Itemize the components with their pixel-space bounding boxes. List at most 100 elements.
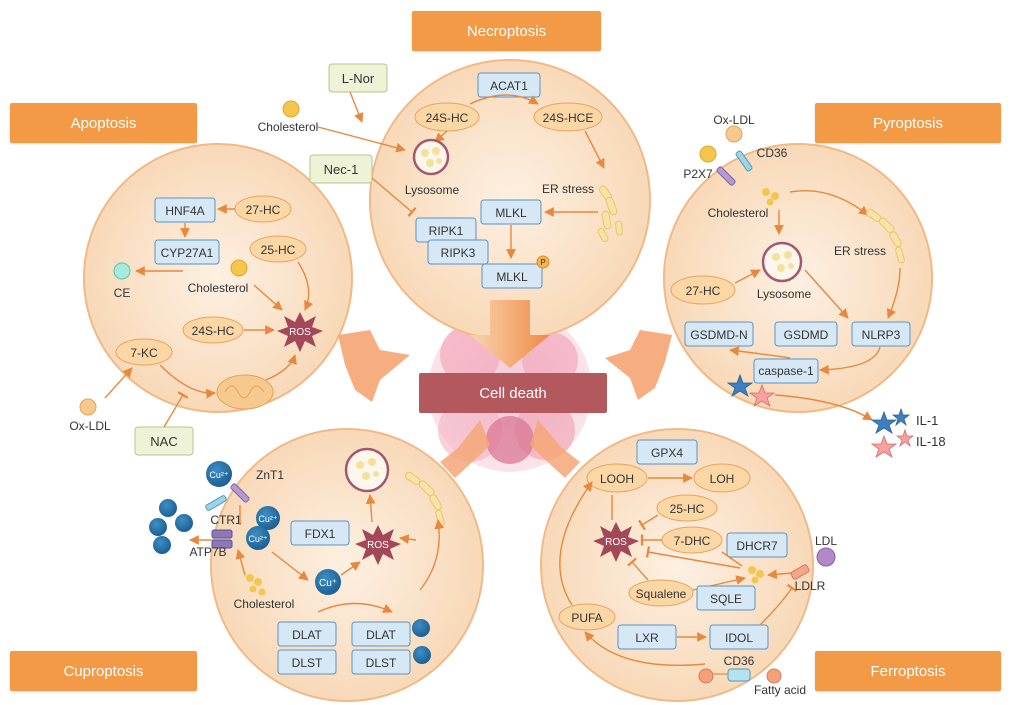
loh-label: LOH (710, 472, 735, 486)
cuproptosis-to-death-arrow (440, 420, 490, 478)
cu1-ion (412, 619, 430, 637)
squalene-oval (628, 579, 694, 607)
ros-burst (277, 312, 323, 352)
27-hc-label: 27-HC (686, 284, 721, 298)
ox-ldl-dot (725, 125, 743, 143)
necroptosis-panel: L-Nor Nec-1 Cholesterol ACAT1 24S-HC 24S… (258, 63, 623, 289)
caspase1-box (753, 358, 819, 384)
mitochondrion-icon (216, 374, 274, 410)
apoptosis-panel: HNF4A 27-HC CYP27A1 25-HC CE Cholesterol… (69, 195, 323, 456)
er-icon (405, 471, 445, 527)
il1-label: IL-1 (916, 413, 938, 428)
dhcr7-box (726, 532, 788, 558)
idol-label: IDOL (725, 631, 753, 645)
ox-ldl-label: Ox-LDL (713, 113, 755, 127)
il18-star-out-icon (870, 434, 898, 458)
nlrp3-label: NLRP3 (862, 328, 901, 342)
cholesterol-dot (282, 100, 300, 118)
apoptosis-title: Apoptosis (10, 103, 197, 143)
cu1-label: Cu⁺ (319, 578, 337, 589)
acat1-box (477, 72, 541, 98)
cu2-ion (149, 518, 167, 536)
lxr-box (617, 624, 677, 650)
looh-label: LOOH (600, 472, 634, 486)
25-hc-oval (656, 494, 718, 522)
dlat-box (277, 621, 337, 647)
cell-death-label: Cell death (479, 385, 547, 402)
er-stress-label: ER stress (542, 182, 594, 196)
7-kc-oval (115, 338, 173, 366)
cd36-receptor-icon (735, 150, 753, 172)
27-hc-oval (670, 275, 736, 305)
znt1-label: ZnT1 (256, 468, 284, 482)
il1-star-icon (726, 373, 754, 397)
ripk3-label: RIPK3 (441, 246, 476, 260)
lysosome-icon (761, 241, 803, 283)
dlat-label: DLAT (292, 628, 322, 642)
7-kc-label: 7-KC (130, 346, 158, 360)
24s-hce-oval (533, 102, 603, 132)
fatty-acid-dot (766, 668, 782, 684)
7-dhc-label: 7-DHC (674, 534, 711, 548)
hnf4a-label: HNF4A (165, 204, 204, 218)
atp-dot (699, 145, 717, 163)
lxr-label: LXR (635, 631, 659, 645)
25-hc-label: 25-HC (670, 502, 705, 516)
cu1-ion (413, 646, 431, 664)
atp7b-pump-icon (211, 529, 233, 549)
24s-hc-label: 24S-HC (192, 324, 235, 338)
lysosome-icon (412, 138, 450, 176)
cuproptosis-panel: Cu²⁺ ZnT1 CTR1 Cu²⁺ Cu²⁺ ATP7B Cholester… (149, 447, 445, 675)
nlrp3-box (851, 321, 911, 347)
ldl-label: LDL (815, 534, 837, 548)
er-stress-label: ER stress (834, 244, 886, 258)
fatty-acid-label: Fatty acid (754, 683, 806, 697)
ros-label: ROS (367, 540, 389, 551)
27-hc-label: 27-HC (246, 203, 281, 217)
gpx4-label: GPX4 (651, 446, 683, 460)
p2x7-receptor-icon (716, 166, 736, 186)
cholesterol-label: Cholesterol (708, 206, 769, 220)
ripk1-label: RIPK1 (429, 224, 464, 238)
p2x7-label: P2X7 (683, 167, 713, 181)
24s-hc-label: 24S-HC (426, 111, 469, 125)
il1-star-out-icon (870, 410, 898, 434)
mlkl-label: MLKL (495, 206, 527, 220)
er-icon (866, 208, 905, 264)
cell-death-node: Cell death (419, 373, 607, 413)
ros-label: ROS (605, 537, 627, 548)
gpx4-box (636, 439, 698, 465)
lysosome-label: Lysosome (757, 287, 812, 301)
cu2-ion (256, 506, 280, 530)
atp7b-label: ATP7B (189, 545, 226, 559)
ox-ldl-dot (79, 398, 97, 416)
25-hc-oval (249, 235, 307, 263)
apoptosis-to-death-arrow (338, 330, 410, 402)
lysosome-icon (344, 447, 390, 493)
cu2-ion (175, 514, 193, 532)
dhcr7-label: DHCR7 (736, 539, 778, 553)
cd36-label: CD36 (757, 146, 788, 160)
cu2-label: Cu²⁺ (248, 534, 268, 544)
gsdmd-box (774, 321, 838, 347)
lnor-label: L-Nor (342, 71, 375, 86)
er-icon (597, 185, 623, 242)
24s-hc-oval (182, 316, 244, 344)
cu2-ion (246, 526, 270, 550)
il1-star-out-icon (891, 407, 911, 427)
sqle-label: SQLE (710, 592, 742, 606)
necroptosis-to-death-arrow (470, 300, 550, 368)
ldl-dot (816, 547, 836, 567)
cholesterol-label: Cholesterol (258, 120, 319, 134)
dlst-box (277, 649, 337, 675)
dlst-cu-box (351, 649, 411, 675)
looh-oval (586, 463, 648, 493)
pufa-label: PUFA (571, 611, 602, 625)
25-hc-label: 25-HC (261, 243, 296, 257)
cholesterol-dot (230, 259, 248, 277)
cuproptosis-title: Cuproptosis (10, 651, 197, 691)
necroptosis-title: Necroptosis (412, 11, 601, 51)
cu2-ion (206, 461, 232, 487)
phosphate-label: P (540, 258, 545, 267)
pyroptosis-to-death-arrow (605, 330, 672, 400)
